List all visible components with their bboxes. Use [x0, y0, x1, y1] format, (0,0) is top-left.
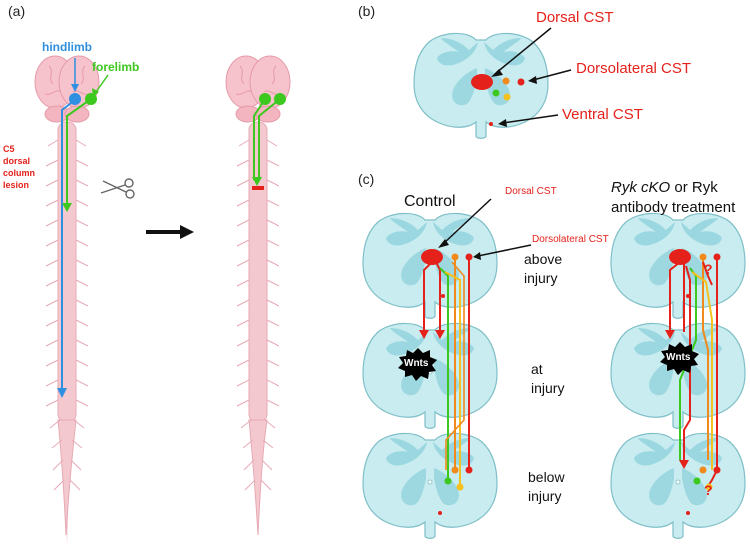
- control-green-tract: [439, 267, 449, 480]
- panel-c-ryk: [610, 212, 746, 539]
- ryk-title-line-1: Ryk cKO or Ryk: [611, 179, 718, 197]
- control-orange-dot-top: [451, 253, 459, 261]
- lesion-line-3: column: [3, 168, 36, 179]
- ventral-cst-arrow: [502, 114, 559, 124]
- scissors-icon: [100, 178, 135, 199]
- forelimb-neuron-right-a: [259, 93, 271, 105]
- forelimb-callout-arrow: [95, 74, 109, 93]
- ventral-cst-dot: [489, 122, 493, 126]
- above-label-1: above: [524, 251, 563, 267]
- question-mark-top: ?: [704, 261, 713, 277]
- orange-cst-dot: [502, 77, 510, 85]
- panel-b-ventral-cst-label: Ventral CST: [562, 106, 643, 123]
- control-green-dot-bottom: [444, 477, 452, 485]
- dorsal-cst-dot: [471, 74, 493, 90]
- control-dorsolateral-cst-arrow: [477, 244, 532, 257]
- below-label-2: injury: [528, 488, 562, 504]
- lesion-line-1: C5: [3, 144, 15, 154]
- ryk-title-line-2: antibody treatment: [611, 199, 736, 216]
- forelimb-tract-right-arrowhead: [252, 177, 262, 186]
- dorsolateral-cst-arrow: [532, 69, 572, 81]
- ryk-yellow-tract: [691, 271, 713, 470]
- at-label-2: injury: [531, 380, 565, 396]
- control-dorsal-tract-1-arrowhead: [419, 330, 429, 339]
- dorsal-cst-arrowhead: [491, 69, 503, 77]
- spine-right: [225, 55, 291, 536]
- control-yellow-tract: [444, 271, 461, 486]
- panel-b-dorsal-cst-label: Dorsal CST: [536, 9, 614, 26]
- control-wide-orange-tract: [445, 261, 465, 470]
- control-red-dot-bottom: [465, 466, 473, 474]
- control-dorsolateral-cst-arrowhead: [473, 252, 481, 260]
- ryk-red-long-tract: [683, 265, 691, 462]
- control-dorsolateral-cst-label: Dorsolateral CST: [532, 234, 609, 245]
- ryk-green-dot-bottom: [693, 477, 701, 485]
- at-label-1: at: [531, 361, 543, 377]
- ryk-red-branch-top: [702, 261, 713, 286]
- ryk-orange-tract: [702, 258, 709, 460]
- dorsal-cst-arrow: [495, 27, 552, 74]
- above-label-2: injury: [524, 270, 558, 286]
- control-title: Control: [404, 193, 456, 210]
- green-cst-dot: [492, 89, 500, 97]
- panel-c-control: [362, 198, 532, 539]
- ryk-red-dot-bottom: [713, 466, 721, 474]
- control-ventral-dot-bottom: [438, 511, 442, 515]
- forelimb-neuron-right-b: [274, 93, 286, 105]
- transition-arrowhead: [180, 225, 194, 239]
- control-dorsal-tract-2-arrowhead: [435, 330, 445, 339]
- ryk-dorsolateral-dot-top: [713, 253, 721, 261]
- panel-c-label: (c): [358, 171, 375, 187]
- panel-b-label: (b): [358, 3, 376, 19]
- forelimb-tract-right-a: [253, 98, 266, 180]
- ryk-ventral-dot-bottom: [686, 511, 690, 515]
- hindlimb-callout-arrowhead: [71, 84, 79, 92]
- lesion-site-mark: [252, 186, 264, 190]
- hindlimb-neuron: [69, 93, 81, 105]
- below-label-1: below: [528, 469, 565, 485]
- control-yellow-dot-bottom: [456, 483, 464, 491]
- lesion-label: C5 dorsal column lesion: [3, 143, 63, 192]
- control-dorsolateral-dot-top: [465, 253, 473, 261]
- control-dorsal-cst-arrowhead: [438, 239, 449, 248]
- control-dorsal-cst-dot: [421, 249, 443, 265]
- control-ventral-dot-top: [441, 294, 445, 298]
- control-dorsal-tract-2: [435, 261, 441, 332]
- ryk-red-long-tract-arrowhead: [679, 460, 689, 469]
- lesion-line-4: lesion: [3, 180, 30, 191]
- panel-b-dorsolateral-cst-label: Dorsolateral CST: [576, 60, 692, 77]
- ryk-yellow-dot-bottom: [705, 483, 713, 491]
- forelimb-callout-arrowhead: [92, 88, 99, 97]
- forelimb-tract-left-arrowhead: [62, 203, 72, 212]
- panel-a-spinal-cord-illustrations: [34, 55, 291, 547]
- ryk-title-italic: Ryk cKO: [611, 179, 671, 196]
- yellow-cst-dot: [503, 93, 511, 101]
- forelimb-tract-left: [66, 98, 92, 205]
- lesion-line-2: dorsal: [3, 156, 31, 167]
- control-orange-dot-bottom: [451, 466, 459, 474]
- ryk-dorsal-tract-1-arrowhead: [665, 330, 675, 339]
- forelimb-tract-right-b: [258, 98, 281, 180]
- panel-a-label: (a): [8, 3, 26, 19]
- dorsolateral-cst-arrowhead: [528, 76, 537, 84]
- hindlimb-tract-arrowhead: [57, 388, 67, 398]
- ryk-title-rest: or Ryk: [670, 179, 718, 196]
- ryk-orange-dot-top: [699, 253, 707, 261]
- dorsolateral-cst-dot: [517, 78, 525, 86]
- control-dorsal-cst-arrow: [442, 198, 492, 245]
- ventral-cst-arrowhead: [498, 119, 507, 127]
- hindlimb-label: hindlimb: [42, 40, 92, 54]
- wnts-label-control: Wnts: [404, 358, 429, 369]
- ryk-ventral-dot-top: [686, 294, 690, 298]
- question-mark-bottom: ?: [704, 482, 713, 498]
- ryk-dorsal-tract-1: [669, 261, 681, 332]
- ryk-orange-dot-bottom: [699, 466, 707, 474]
- wnts-label-ryk: Wnts: [666, 352, 691, 363]
- forelimb-label: forelimb: [92, 60, 140, 74]
- hindlimb-tract: [61, 99, 76, 390]
- control-dorsal-cst-label: Dorsal CST: [505, 186, 557, 197]
- panel-b-cross-section: [413, 27, 572, 139]
- ryk-dorsal-cst-dot: [669, 249, 691, 265]
